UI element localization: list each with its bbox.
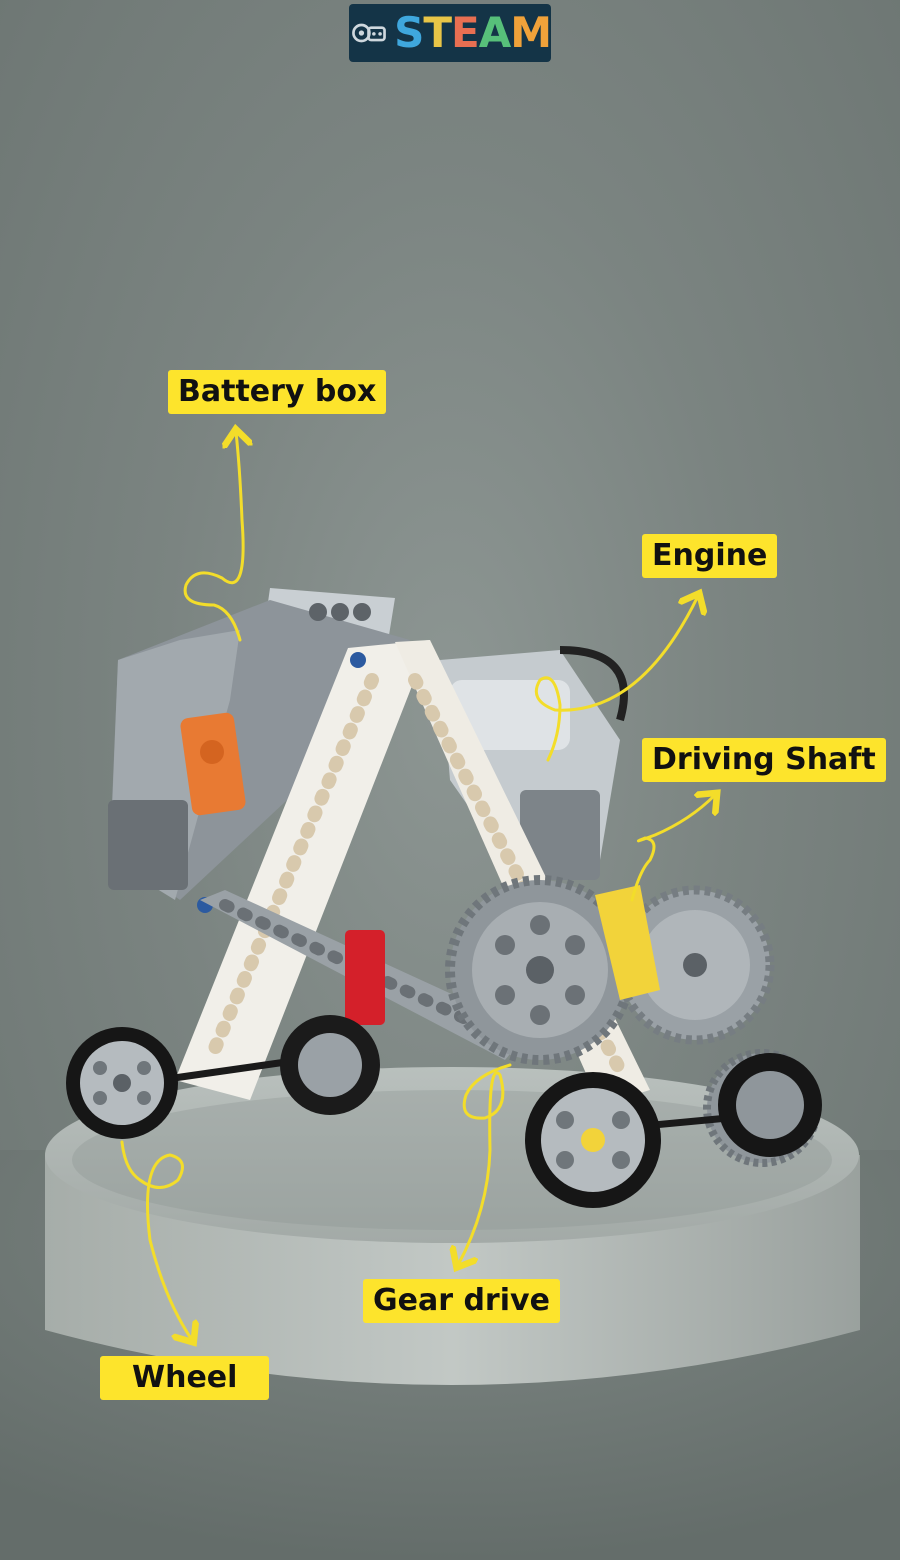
gear-rear [615,885,775,1045]
arrow-driving-shaft [630,795,715,902]
arrow-gear-drive [458,1063,512,1265]
label-driving-shaft: Driving Shaft [642,738,886,782]
wheel-front [525,1072,661,1208]
robot-gear-icon [352,23,386,43]
label-battery-box: Battery box [168,370,387,414]
arrow-battery-box [183,432,243,642]
driving-shaft [595,885,660,1000]
steam-logo: STEAM [349,4,552,62]
arrow-wheel [120,1140,192,1340]
label-gear-drive: Gear drive [363,1279,560,1323]
rear-axle [159,1056,301,1084]
gear-large-front [445,875,635,1065]
label-engine: Engine [642,534,778,578]
wheel-right [718,1053,822,1157]
robot-model [66,588,822,1208]
battery-box [108,588,410,900]
steam-logo-text: STEAM [394,8,552,57]
annotation-arrows [120,432,715,1340]
wheel-back [280,1015,380,1115]
arrow-engine [534,596,698,762]
label-wheel: Wheel [100,1356,270,1400]
wheel-left [66,1027,178,1139]
